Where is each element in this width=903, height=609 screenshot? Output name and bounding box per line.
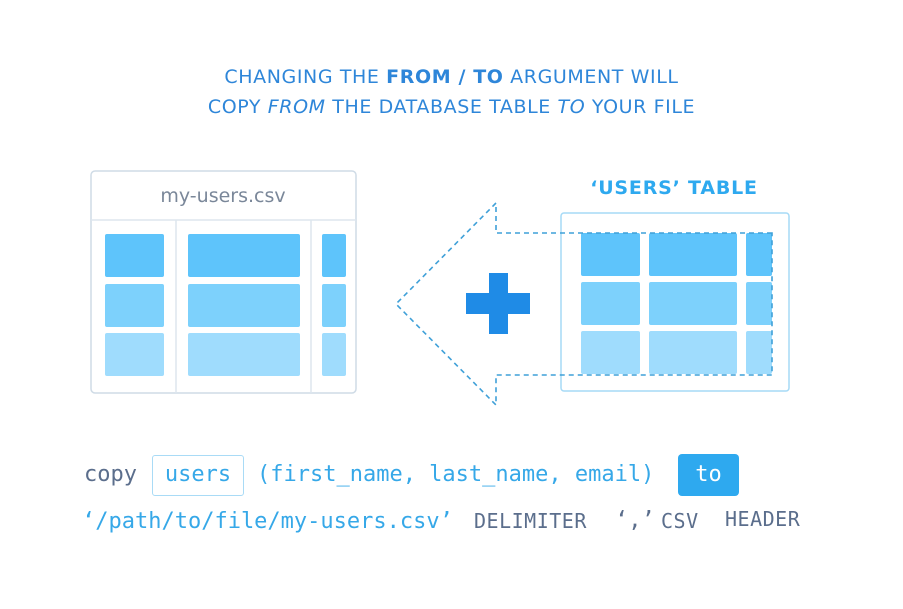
- csv-file-panel: my-users.csv: [90, 170, 357, 394]
- csv-cell: [322, 284, 346, 327]
- table-cell: [649, 233, 737, 276]
- code-table-name: users: [152, 455, 244, 496]
- table-cell: [746, 331, 772, 374]
- csv-cell: [105, 234, 164, 277]
- heading-line-2-mid: THE DATABASE TABLE: [325, 96, 558, 118]
- code-keyword-header: HEADER: [725, 507, 801, 531]
- table-cell: [746, 233, 772, 276]
- code-delimiter-value: ‘,’: [615, 508, 655, 533]
- table-cell: [649, 282, 737, 325]
- table-cell: [581, 282, 640, 325]
- heading-line-2-italic-from: FROM: [267, 96, 326, 118]
- heading-line-2-pre: COPY: [207, 96, 268, 118]
- heading-line-1-bold: FROM / TO: [386, 66, 504, 88]
- csv-cell: [188, 333, 300, 376]
- code-direction-to: to: [678, 454, 739, 496]
- heading-line-1-pre: CHANGING THE: [224, 66, 387, 88]
- csv-cell: [322, 234, 346, 277]
- csv-cell: [188, 234, 300, 277]
- heading-line-2-italic-to: TO: [557, 96, 586, 118]
- code-keyword-copy: copy: [84, 462, 137, 487]
- csv-cell: [322, 333, 346, 376]
- plus-icon: [466, 273, 530, 334]
- heading-line-1-post: ARGUMENT WILL: [503, 66, 679, 88]
- code-columns: (first_name, last_name, email): [257, 462, 655, 487]
- csv-cell: [105, 333, 164, 376]
- csv-cell: [188, 284, 300, 327]
- users-table-title: ‘USERS’ TABLE: [590, 177, 758, 199]
- csv-cell: [105, 284, 164, 327]
- users-table-panel: ‘USERS’ TABLE: [560, 177, 790, 392]
- heading-line-2-post: YOUR FILE: [585, 96, 696, 118]
- table-cell: [649, 331, 737, 374]
- code-keyword-csv: CSV: [661, 509, 699, 533]
- table-cell: [581, 331, 640, 374]
- code-keyword-delimiter: DELIMITER: [474, 509, 587, 533]
- table-cell: [581, 233, 640, 276]
- heading-line-2: COPY FROM THE DATABASE TABLE TO YOUR FIL…: [0, 96, 903, 118]
- dashed-arrow-left-icon: [394, 201, 773, 407]
- code-file-path: ‘/path/to/file/my-users.csv’: [82, 509, 453, 534]
- table-cell: [746, 282, 772, 325]
- heading-line-1: CHANGING THE FROM / TO ARGUMENT WILL: [0, 66, 903, 88]
- csv-file-title: my-users.csv: [160, 185, 285, 207]
